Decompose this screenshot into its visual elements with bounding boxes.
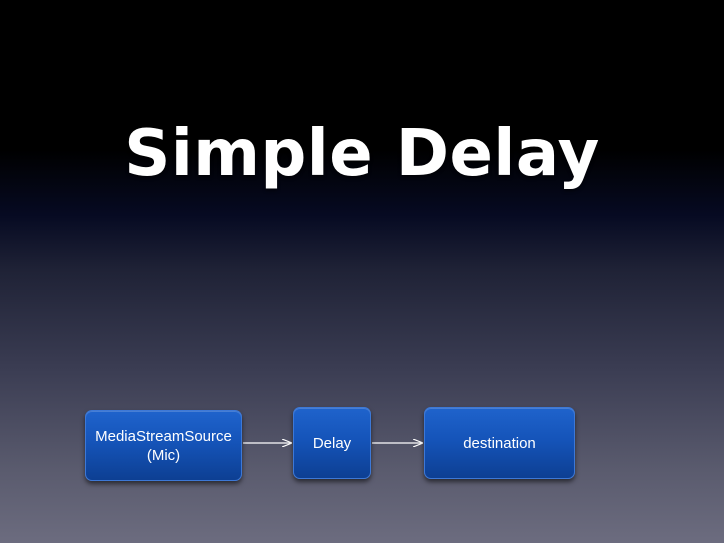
node-label: destination [463,434,536,452]
node-media-stream-source: MediaStreamSource (Mic) [85,410,242,481]
node-label: Delay [312,434,352,452]
node-label: MediaStreamSource (Mic) [95,427,232,464]
node-delay: Delay [293,407,371,479]
node-destination: destination [424,407,575,479]
slide-title: Simple Delay [124,117,600,191]
